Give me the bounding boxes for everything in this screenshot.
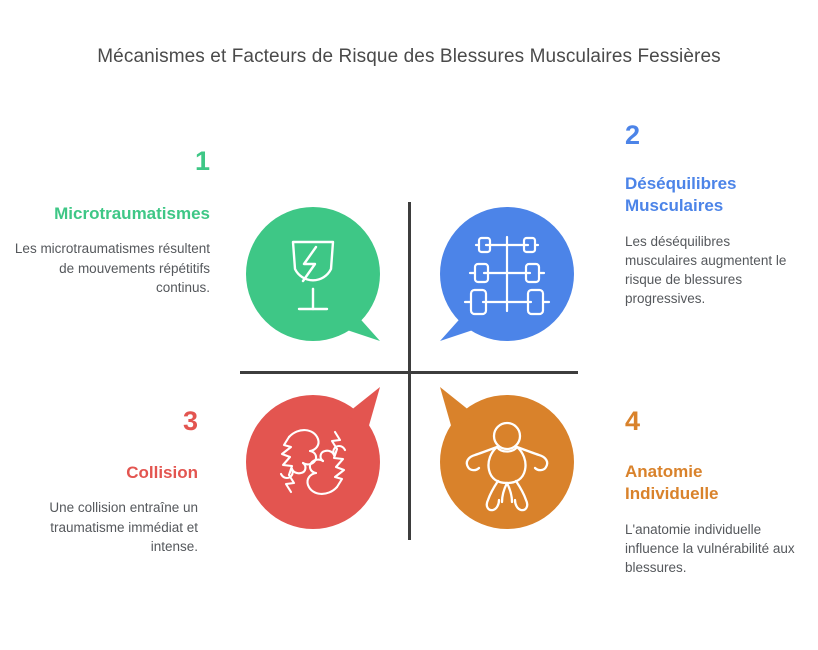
item-3-heading: Collision	[126, 463, 198, 482]
horizontal-divider	[240, 371, 578, 374]
item-4-heading: Anatomie Individuelle	[625, 462, 719, 504]
item-4-text-block: 4 Anatomie Individuelle L'anatomie indiv…	[625, 408, 797, 577]
item-1-text-block: 1 Microtraumatismes Les microtraumatisme…	[8, 148, 210, 297]
bubble-desequilibres-musculaires[interactable]	[440, 207, 574, 341]
bubble-anatomie-individuelle[interactable]	[440, 387, 574, 529]
item-3-text-block: 3 Collision Une collision entraîne un tr…	[8, 408, 198, 556]
item-2-text-block: 2 Déséquilibres Musculaires Les déséquil…	[625, 122, 795, 309]
fist-collision-icon	[279, 429, 347, 495]
item-4-body: L'anatomie individuelle influence la vul…	[625, 521, 795, 576]
item-2-number: 2	[625, 120, 641, 150]
item-2-heading: Déséquilibres Musculaires	[625, 174, 737, 216]
bubble-microtraumatismes[interactable]	[246, 207, 380, 341]
page-title: Mécanismes et Facteurs de Risque des Ble…	[97, 46, 721, 67]
item-2-body: Les déséquilibres musculaires augmentent…	[625, 233, 787, 307]
speech-bubble-shape	[246, 387, 380, 529]
human-body-icon	[465, 421, 549, 512]
item-3-body: Une collision entraîne un traumatisme im…	[49, 500, 198, 554]
speech-bubble-shape	[440, 387, 574, 529]
dumbbells-icon	[463, 235, 551, 316]
cracked-wine-glass-icon	[291, 240, 335, 311]
item-1-number: 1	[194, 146, 210, 176]
item-3-number: 3	[182, 406, 198, 436]
item-1-heading: Microtraumatismes	[54, 204, 210, 223]
item-1-body: Les microtraumatismes résultent de mouve…	[14, 241, 210, 295]
bubble-collision[interactable]	[246, 387, 380, 529]
item-4-number: 4	[625, 406, 641, 436]
speech-bubble-shape	[246, 207, 380, 341]
